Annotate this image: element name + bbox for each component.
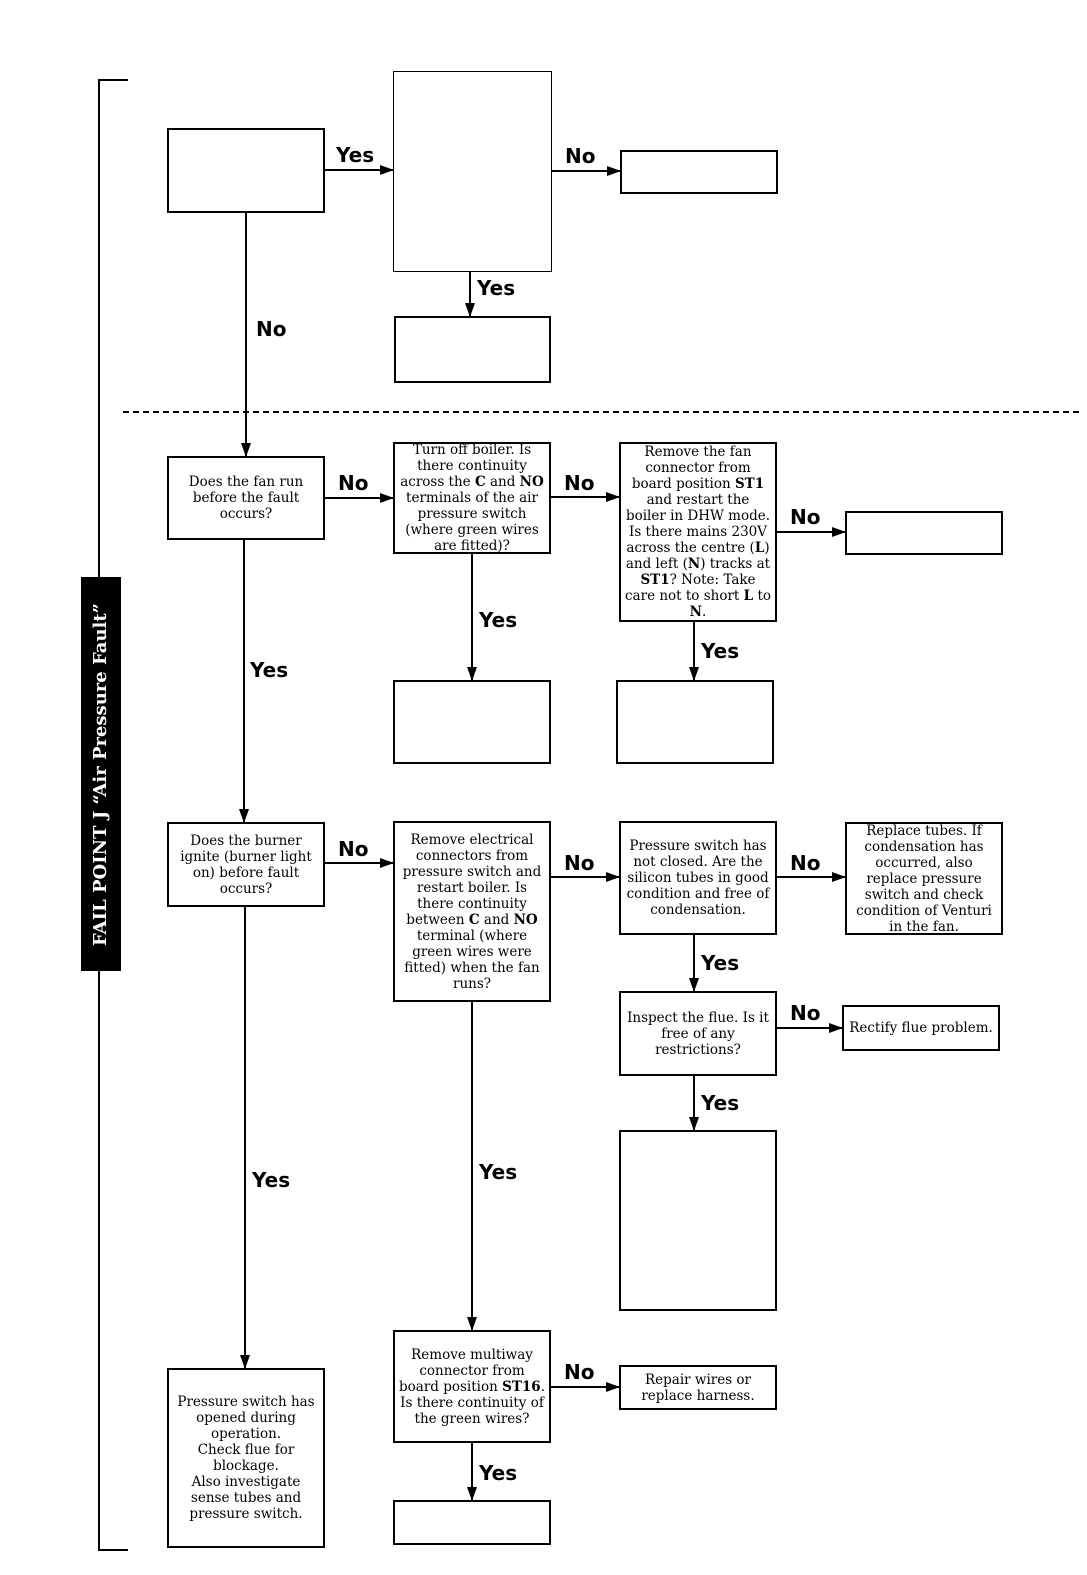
label-no: No (256, 317, 287, 341)
empty-box-fanconn-yes (616, 680, 774, 764)
label-yes: Yes (479, 1160, 518, 1184)
label-yes: Yes (336, 143, 375, 167)
side-title: FAIL POINT J “Air Pressure Fault” (90, 602, 112, 946)
label-yes: Yes (479, 608, 518, 632)
label-no: No (790, 851, 821, 875)
remove-connectors-question: Remove electrical connectors from pressu… (402, 831, 542, 992)
pressure-not-closed-box: Pressure switch has not closed. Are the … (619, 821, 777, 935)
side-title-bar: FAIL POINT J “Air Pressure Fault” (81, 577, 121, 971)
label-no: No (564, 1360, 595, 1384)
label-yes: Yes (250, 658, 289, 682)
label-yes: Yes (477, 276, 516, 300)
multiway-question-box: Remove multiway connector from board pos… (393, 1330, 551, 1443)
remove-connectors-question-box: Remove electrical connectors from pressu… (393, 821, 551, 1002)
label-no: No (790, 505, 821, 529)
continuity-question-box: Turn off boiler. Is there continuity acr… (393, 442, 551, 554)
burner-ignite-question-box: Does the burner ignite (burner light on)… (167, 822, 325, 907)
empty-box-flue-yes (619, 1130, 777, 1311)
label-yes: Yes (252, 1168, 291, 1192)
fan-run-question-box: Does the fan run before the fault occurs… (167, 456, 325, 540)
empty-box-top-left (167, 128, 325, 213)
fan-connector-question-box: Remove the fan connector from board posi… (619, 442, 777, 622)
multiway-question: Remove multiway connector from board pos… (399, 1346, 545, 1427)
fan-run-question: Does the fan run before the fault occurs… (188, 474, 304, 522)
label-no: No (338, 471, 369, 495)
repair-wires-text: Repair wires or replace harness. (641, 1371, 755, 1404)
empty-box-continuity-yes (393, 680, 551, 764)
label-yes: Yes (701, 639, 740, 663)
fan-connector-question: Remove the fan connector from board posi… (625, 444, 772, 620)
inspect-flue-box: Inspect the flue. Is it free of any rest… (619, 991, 777, 1076)
label-yes: Yes (701, 1091, 740, 1115)
replace-tubes-box: Replace tubes. If condensation has occur… (845, 822, 1003, 935)
empty-box-top-lower (394, 316, 551, 383)
empty-box-multiway-yes (393, 1500, 551, 1545)
label-no: No (564, 471, 595, 495)
label-yes: Yes (479, 1461, 518, 1485)
empty-box-top-center (393, 71, 552, 272)
label-no: No (338, 837, 369, 861)
rectify-flue-box: Rectify flue problem. (842, 1005, 1000, 1051)
empty-box-fanconn-no (845, 511, 1003, 555)
inspect-flue-question: Inspect the flue. Is it free of any rest… (627, 1009, 769, 1058)
pressure-not-closed-question: Pressure switch has not closed. Are the … (626, 838, 770, 918)
continuity-question: Turn off boiler. Is there continuity acr… (400, 442, 544, 554)
switch-opened-text: Pressure switch has opened during operat… (177, 1394, 315, 1522)
label-no: No (564, 851, 595, 875)
label-no: No (790, 1001, 821, 1025)
repair-wires-box: Repair wires or replace harness. (619, 1365, 777, 1410)
rectify-flue-text: Rectify flue problem. (849, 1020, 993, 1036)
replace-tubes-text: Replace tubes. If condensation has occur… (856, 822, 992, 935)
switch-opened-box: Pressure switch has opened during operat… (167, 1368, 325, 1548)
burner-ignite-question: Does the burner ignite (burner light on)… (180, 832, 312, 897)
label-yes: Yes (701, 951, 740, 975)
label-no: No (565, 144, 596, 168)
empty-box-top-right (620, 150, 778, 194)
